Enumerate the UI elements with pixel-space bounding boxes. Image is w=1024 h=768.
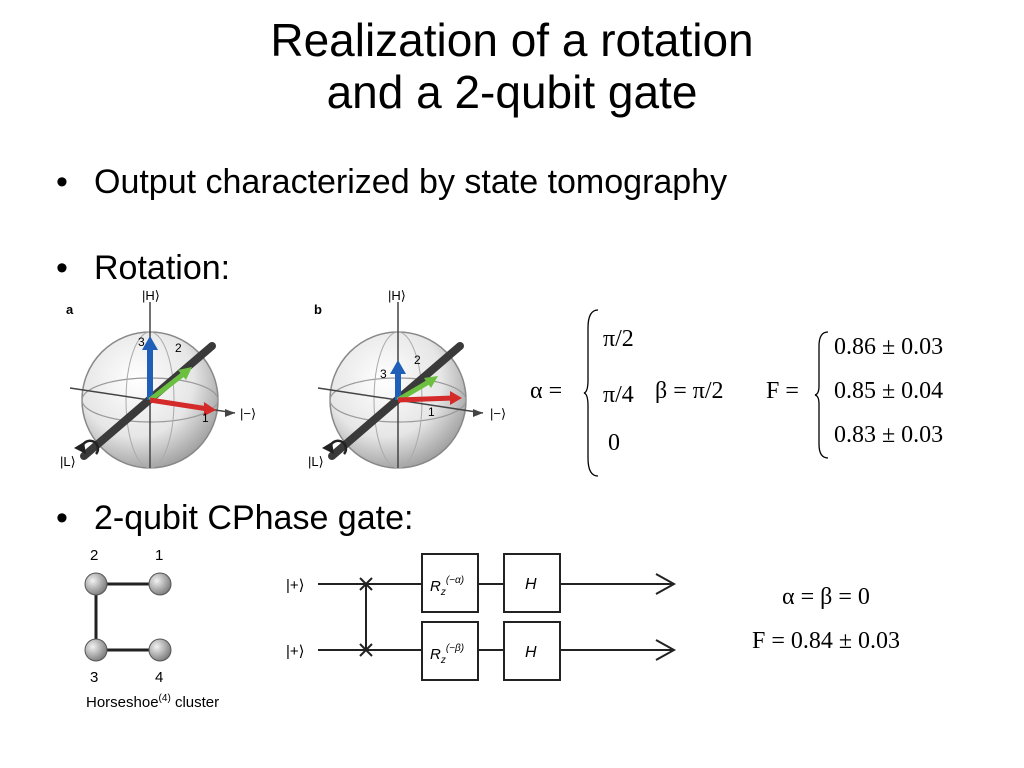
- slide-title: Realization of a rotation and a 2-qubit …: [0, 14, 1024, 118]
- gate-equation-2: F = 0.84 ± 0.03: [752, 628, 901, 654]
- ket-H-a: |H⟩: [142, 288, 160, 303]
- F-case-2: 0.85 ± 0.04: [834, 378, 944, 404]
- h-gate-1: [503, 553, 561, 613]
- node-4: [148, 638, 172, 662]
- cphase-cross-2: [359, 643, 373, 657]
- rotation-axis-a: [80, 342, 216, 460]
- label-3-a: 3: [138, 335, 145, 349]
- node-1: [148, 572, 172, 596]
- bullet-text: Rotation:: [94, 249, 231, 287]
- rotation-axis-b: [328, 342, 464, 460]
- horseshoe-cluster-diagram: 2 1 3 4 Horseshoe(4) cluster: [84, 547, 219, 711]
- ket-H-b: |H⟩: [388, 288, 406, 303]
- bloch-sphere-a: a |H⟩ |−⟩ |L⟩ 3 2 1: [60, 288, 256, 469]
- label-1-a: 1: [202, 411, 209, 425]
- label-2-a: 2: [175, 341, 182, 355]
- beta-equation: β = π/2: [655, 378, 724, 404]
- arrow-1-a: [149, 397, 209, 412]
- gate-equation-1: α = β = 0: [782, 584, 870, 610]
- alpha-lhs: α =: [530, 378, 563, 404]
- cphase-cross-1: [359, 577, 373, 591]
- node-label-4: 4: [155, 669, 163, 686]
- ket-L-b: |L⟩: [308, 454, 324, 469]
- ket-minus-b: |−⟩: [490, 406, 506, 421]
- alpha-case-1: π/2: [603, 326, 634, 352]
- alpha-case-2: π/4: [603, 382, 634, 408]
- rz-gate-1: [421, 553, 479, 613]
- arrow-2-b: [396, 377, 434, 403]
- bullet-rotation: • Rotation:: [56, 248, 230, 288]
- bullet-tomography: • Output characterized by state tomograph…: [56, 162, 727, 202]
- arrow-1-b: [397, 395, 455, 403]
- node-label-3: 3: [90, 669, 98, 686]
- bloch-sphere-figure: a |H⟩ |−⟩ |L⟩ 3 2 1 b: [60, 288, 506, 469]
- F-case-3: 0.83 ± 0.03: [834, 422, 944, 448]
- rz-gate-2-label: Rz(−β): [430, 643, 464, 666]
- title-line-1: Realization of a rotation: [270, 14, 754, 66]
- cphase-circuit: |+⟩ |+⟩ Rz(−α) Rz(−β) H H: [286, 553, 677, 681]
- label-3-b: 3: [380, 367, 387, 381]
- F-case-1: 0.86 ± 0.03: [834, 334, 944, 360]
- input-2-label: |+⟩: [286, 643, 305, 660]
- bullet-dot: •: [56, 499, 68, 537]
- ket-minus-a: |−⟩: [240, 406, 256, 421]
- bullet-text: 2-qubit CPhase gate:: [94, 499, 414, 537]
- node-label-1: 1: [155, 547, 163, 564]
- bloch-sphere-b: b |H⟩ |−⟩ |L⟩ 3 2 1: [308, 288, 506, 469]
- node-label-2: 2: [90, 547, 98, 564]
- h-gate-1-label: H: [525, 576, 537, 593]
- alpha-brace: [583, 309, 599, 477]
- h-gate-2: [503, 621, 561, 681]
- h-gate-2-label: H: [525, 644, 537, 661]
- arrow-2-a: [148, 370, 188, 402]
- bullet-dot: •: [56, 163, 68, 201]
- rz-gate-2: [421, 621, 479, 681]
- label-2-b: 2: [414, 353, 421, 367]
- label-1-b: 1: [428, 405, 435, 419]
- input-1-label: |+⟩: [286, 577, 305, 594]
- alpha-case-3: 0: [608, 430, 620, 456]
- panel-label-a: a: [66, 302, 74, 317]
- bullet-dot: •: [56, 249, 68, 287]
- ket-L-a: |L⟩: [60, 454, 76, 469]
- bullet-cphase: • 2-qubit CPhase gate:: [56, 498, 413, 538]
- rz-gate-1-label: Rz(−α): [430, 575, 464, 598]
- panel-label-b: b: [314, 302, 322, 317]
- node-3: [84, 638, 108, 662]
- node-2: [84, 572, 108, 596]
- F-lhs: F =: [766, 378, 799, 404]
- F-brace: [814, 331, 829, 459]
- cluster-caption: Horseshoe(4) cluster: [86, 693, 219, 711]
- title-line-2: and a 2-qubit gate: [326, 66, 698, 118]
- bullet-text: Output characterized by state tomography: [94, 163, 728, 201]
